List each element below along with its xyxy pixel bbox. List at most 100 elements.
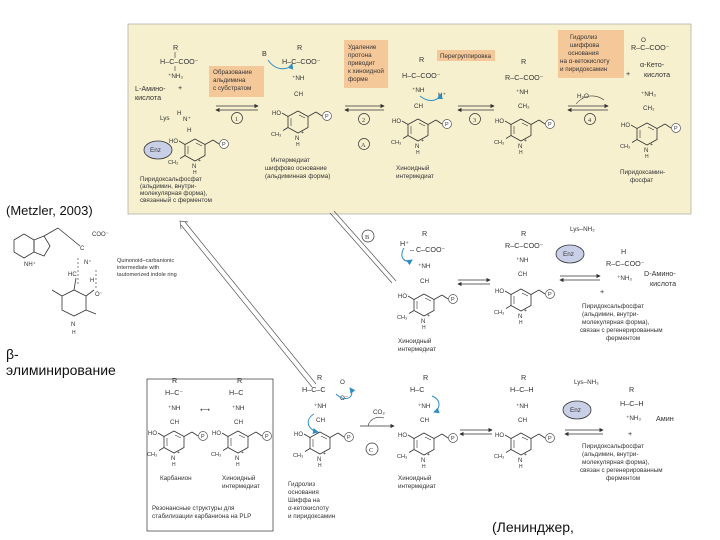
svg-text:CH: CH: [234, 419, 244, 426]
svg-text:⁺NH₃: ⁺NH₃: [617, 275, 632, 282]
svg-text:⁺NH: ⁺NH: [516, 89, 529, 96]
svg-text:CH: CH: [420, 417, 430, 424]
svg-text:⁺NH: ⁺NH: [418, 403, 431, 410]
plp-caption-c-line4: связан с регенерированным: [580, 467, 663, 474]
svg-text:R–C–COO⁻: R–C–COO⁻: [631, 43, 670, 52]
svg-text:H–C: H–C: [229, 388, 243, 397]
svg-text:⁺NH: ⁺NH: [292, 75, 305, 82]
svg-text:HC: HC: [68, 272, 77, 278]
lys-label: Lys: [160, 115, 170, 122]
svg-text:H–C–H: H–C–H: [620, 399, 644, 408]
quinonoid-intermediate-b: R H⁺ – C–COO⁻ ⁺NH CH Хиноидный интермеди…: [396, 229, 458, 353]
route-b-marker: B: [365, 234, 369, 241]
route-connector-arrows: [179, 210, 397, 388]
svg-text:R: R: [172, 376, 177, 385]
svg-text:CH: CH: [316, 417, 326, 424]
svg-text:+: +: [626, 69, 630, 78]
enzyme-regenerated-c: Lys–NH₃ Enz R H–C–H ⁺NH₃ Амин + Пиридокс…: [562, 379, 674, 482]
svg-text:R: R: [521, 229, 526, 238]
svg-text:H–C⁻: H–C⁻: [165, 388, 183, 397]
plp-caption-c-line5: ферментом: [606, 475, 640, 482]
amine-label: Амин: [656, 414, 674, 423]
carbanion-label: Карбанион: [160, 474, 192, 482]
step-number-4: 4: [588, 117, 592, 124]
svg-text:N: N: [71, 322, 75, 328]
step2-box: Удаление протона приводит к хиноидной фо…: [344, 40, 388, 150]
step-number-1: 1: [235, 116, 238, 123]
keto-acid-label1: α-Кето-: [640, 60, 665, 69]
enz-label-b: Enz: [563, 251, 574, 258]
svg-text:H: H: [90, 278, 94, 284]
quinonoid-intermediate-c: R H–C ⁺NH CH Хиноидный интермедиат: [396, 373, 458, 490]
decarboxylation-substrate: R H–C–C O O⁻ ⁺NH CH Гидролиз основания Ш…: [288, 373, 356, 520]
step4-line3: основания: [568, 50, 599, 57]
aldimine-c-structure: R H–C–H ⁺NH CH: [493, 373, 555, 471]
step1-line3: с субстратом: [213, 84, 251, 92]
svg-text:CH: CH: [518, 417, 528, 424]
panel-route-c: R H–C⁻ ⁺NH CH Карбанион ⟷ R H–C ⁺NH CH Х…: [146, 373, 674, 532]
svg-text:+: +: [600, 287, 604, 296]
svg-text:CH: CH: [294, 91, 304, 98]
step1-line2: альдимина: [213, 77, 246, 84]
quinonoid-caption-b-line2: интермедиат: [398, 346, 436, 353]
metzler-citation: (Metzler, 2003): [6, 203, 93, 218]
water-label: H₂O: [577, 93, 589, 100]
step-number-2: 2: [362, 117, 365, 124]
svg-text:H–C–COO⁻: H–C–COO⁻: [282, 57, 321, 66]
svg-text:R: R: [629, 385, 634, 394]
svg-text:O: O: [641, 37, 646, 44]
svg-text:⁺NH: ⁺NH: [418, 263, 431, 270]
plp-caption-line4: связанный с ферментом: [140, 196, 212, 204]
svg-text:⁺NH₃: ⁺NH₃: [168, 73, 183, 80]
svg-text:R: R: [419, 55, 424, 64]
svg-text:CH: CH: [518, 271, 528, 278]
svg-text:CH₂: CH₂: [518, 103, 530, 110]
svg-text:COO⁻: COO⁻: [92, 232, 109, 238]
plp-caption-c-line1: Пиридоксальфосфат: [582, 443, 644, 450]
svg-text:⁺NH: ⁺NH: [516, 403, 529, 410]
svg-text:O: O: [340, 379, 345, 386]
plp-enzyme-structure: Lys H N⁺ Enz H Пиридоксальфосфат (альдим…: [140, 110, 229, 204]
svg-text:H–C: H–C: [410, 385, 424, 394]
step2-line2: протона: [348, 52, 372, 59]
svg-text:H–C–COO⁻: H–C–COO⁻: [160, 57, 199, 66]
plp-caption-b-line2: (альдимин, внутри-: [582, 311, 639, 318]
svg-text:CH: CH: [420, 278, 430, 285]
quinonoid-caption-top-line2: интермедиат: [396, 173, 434, 180]
quinonoid-caption-top-line1: Хиноидный: [396, 164, 430, 172]
svg-text:B: B: [262, 49, 267, 58]
panel-top-route-a: R H–C–COO⁻ ⁺NH₃ L-Амино- кислота + Lys H…: [127, 23, 692, 215]
plp-caption-c-line3: молекулярная форма),: [582, 459, 650, 466]
plp-caption-b-line3: молекулярная форма),: [582, 319, 650, 326]
svg-text:⁺NH₃: ⁺NH₃: [626, 415, 641, 422]
svg-text:H: H: [177, 110, 182, 117]
svg-text:R: R: [317, 373, 322, 382]
svg-text:R: R: [521, 57, 526, 66]
svg-text:CH: CH: [414, 103, 424, 110]
quinonoid-resonance-line2: интермедиат: [222, 483, 260, 490]
svg-text:R: R: [423, 373, 428, 382]
svg-text:H–C–H: H–C–H: [510, 385, 534, 394]
step2-line4: к хиноидной: [348, 67, 384, 75]
carbanion-structure: R H–C⁻ ⁺NH CH Карбанион: [146, 376, 208, 482]
svg-text:CH₂: CH₂: [643, 105, 655, 112]
quinonoid-resonance-line1: Хиноидный: [222, 474, 256, 482]
l-amino-acid-label2: кислота: [135, 93, 161, 102]
step1-line1: Образование: [213, 68, 253, 76]
co2-label: CO₂: [373, 409, 385, 416]
plp-caption-b-line1: Пиридоксальфосфат: [582, 303, 644, 310]
hydrolysis-caption-line3: Шиффа на: [288, 497, 320, 504]
schiff-caption-line3: (альдиминная форма): [265, 173, 330, 180]
left-note-line3: tautomerized indole ring: [117, 272, 177, 278]
step2-line3: приводит: [348, 60, 375, 67]
svg-text:⁺NH: ⁺NH: [412, 87, 425, 94]
plp-caption-line3: молекулярная форма),: [140, 190, 208, 197]
svg-text:O⁻: O⁻: [95, 292, 103, 298]
svg-text:R: R: [297, 43, 302, 52]
plp-caption-line2: (альдимин, внутри-: [140, 183, 197, 190]
left-quinonoid-structure: NH⁺ C COO⁻ N⁺ HC H O⁻ N H Quinonoid–carb…: [13, 227, 177, 336]
schiff-caption-line2: шиффово основание: [265, 165, 327, 172]
hydrolysis-caption-line2: основания: [288, 489, 319, 496]
pmp-structure: ⁺NH₃ CH₂ Пиридоксамин- фосфат: [619, 91, 681, 184]
